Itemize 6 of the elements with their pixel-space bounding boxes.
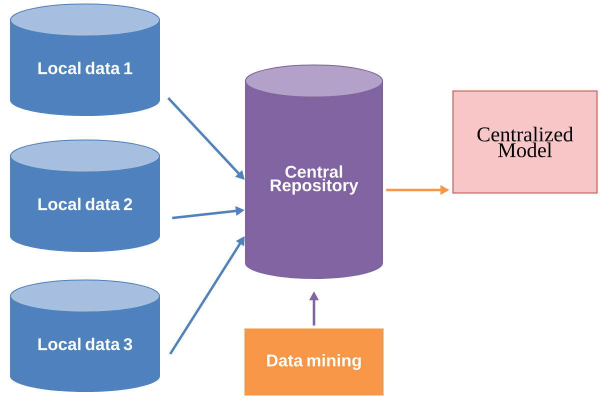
database-cylinder: Local data 2 xyxy=(10,140,160,252)
process-box: Centralized Model xyxy=(452,90,598,194)
database-cylinder: Local data 1 xyxy=(10,4,160,116)
process-box: Data mining xyxy=(244,328,384,396)
database-cylinder: Central Repository xyxy=(245,64,383,279)
database-cylinder: Local data 3 xyxy=(10,280,160,392)
